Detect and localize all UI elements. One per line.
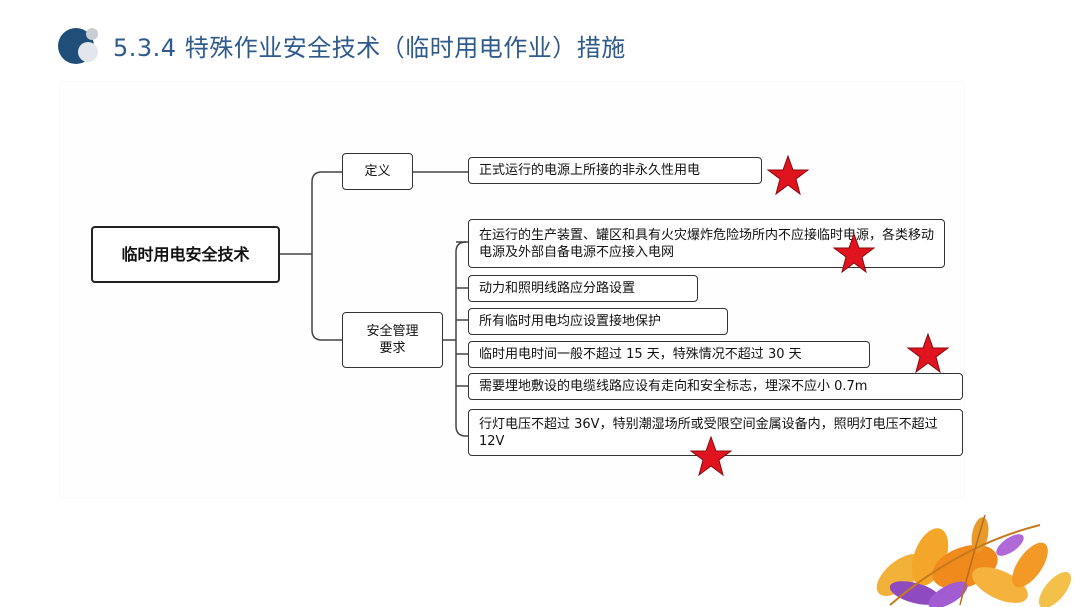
safety-item-5: 需要埋地敷设的电缆线路应设有走向和安全标志，埋深不应小 0.7m xyxy=(468,373,963,400)
star-icon xyxy=(907,333,949,373)
branch-definition: 定义 xyxy=(342,153,413,190)
definition-item: 正式运行的电源上所接的非永久性用电 xyxy=(468,157,762,184)
leaves-decoration xyxy=(860,505,1080,607)
star-icon xyxy=(833,233,875,273)
branch-safety-requirements: 安全管理要求 xyxy=(342,312,443,368)
safety-item-3: 所有临时用电均应设置接地保护 xyxy=(468,308,728,335)
safety-item-4: 临时用电时间一般不超过 15 天，特殊情况不超过 30 天 xyxy=(468,341,870,368)
safety-item-2: 动力和照明线路应分路设置 xyxy=(468,275,698,302)
star-icon xyxy=(690,436,732,476)
root-node: 临时用电安全技术 xyxy=(91,226,280,283)
star-icon xyxy=(767,155,809,195)
